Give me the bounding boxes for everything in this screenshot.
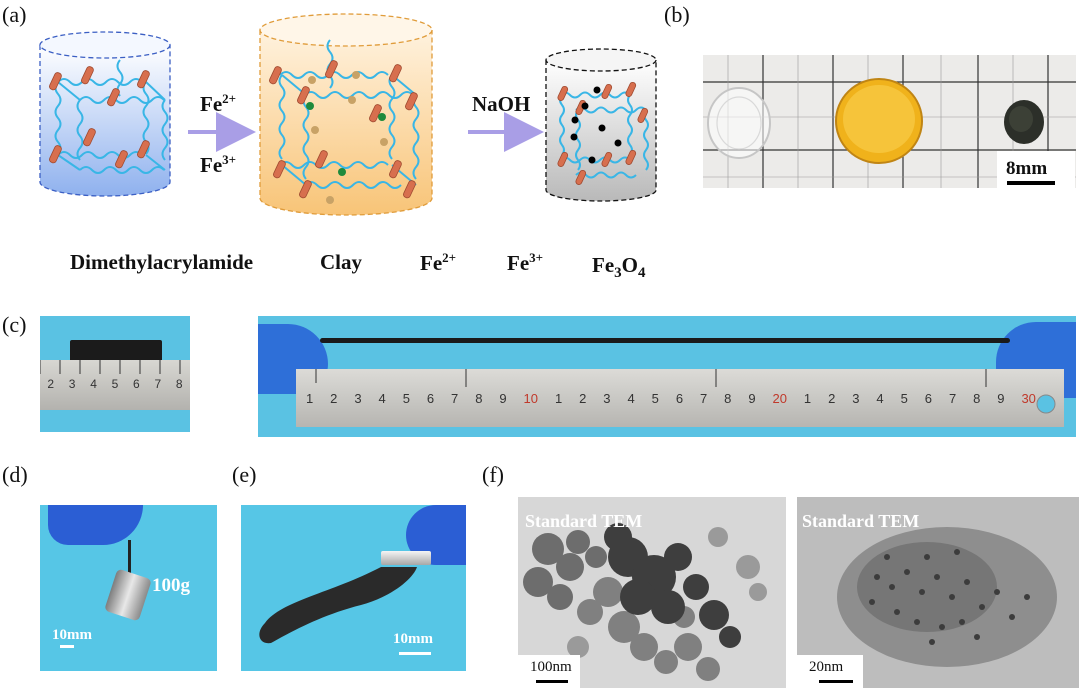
legend-fe3o4: Fe3O4 xyxy=(592,253,646,282)
panel-label-a: (a) xyxy=(2,2,27,27)
weight-lifting-photo: 100g 10mm xyxy=(40,505,217,671)
tem-right-title: Standard TEM xyxy=(802,511,920,531)
magnet xyxy=(381,551,431,565)
scale-label-d: 10mm xyxy=(52,627,92,643)
scale-bar-e xyxy=(399,652,431,655)
tem-image-low-mag: Standard TEM 100nm xyxy=(518,497,786,688)
scale-bar-tem-left xyxy=(536,680,568,683)
tem-left-title: Standard TEM xyxy=(525,511,643,531)
weight-label: 100g xyxy=(152,575,190,596)
hydrogel-discs-photo: 8mm xyxy=(703,55,1076,188)
scale-bar-tem-right xyxy=(819,680,853,683)
cylinder-fe3o4-hydrogel xyxy=(545,48,657,202)
panel-label-f: (f) xyxy=(482,462,504,487)
weight-100g xyxy=(104,568,152,622)
legend-fe2: Fe2+ xyxy=(420,250,457,275)
scale-label-tem-left: 100nm xyxy=(530,659,572,675)
legend-fe3: Fe3+ xyxy=(507,250,544,275)
hydrogel-strip-stretched xyxy=(320,338,1010,343)
glove-hand xyxy=(48,505,143,545)
panel-label-d: (d) xyxy=(2,462,28,487)
hydrogel-thread xyxy=(128,540,131,574)
arrow1-bottom-label: Fe3+ xyxy=(200,152,237,177)
legend-clay: Clay xyxy=(320,250,362,274)
cylinder-iron-loaded xyxy=(259,13,433,216)
hydrogel-strip-short xyxy=(70,340,162,362)
panel-label-e: (e) xyxy=(232,462,257,487)
arrow1-top-label: Fe2+ xyxy=(200,91,237,116)
cylinder-initial xyxy=(39,31,171,197)
tem-image-high-mag: Standard TEM 20nm xyxy=(797,497,1079,688)
scale-label-e: 10mm xyxy=(393,631,433,647)
scale-bar-d xyxy=(60,645,74,648)
hydrogel-scheme xyxy=(39,13,657,216)
scale-label-b: 8mm xyxy=(1006,158,1048,179)
legend-dma: Dimethylacrylamide xyxy=(70,250,254,274)
scale-bar-b xyxy=(1007,181,1055,185)
panel-label-c: (c) xyxy=(2,312,27,337)
magnet-bending-photo: 10mm xyxy=(241,505,466,671)
arrow2-label: NaOH xyxy=(472,92,531,116)
scale-label-tem-right: 20nm xyxy=(809,659,844,675)
panel-label-b: (b) xyxy=(664,2,690,27)
